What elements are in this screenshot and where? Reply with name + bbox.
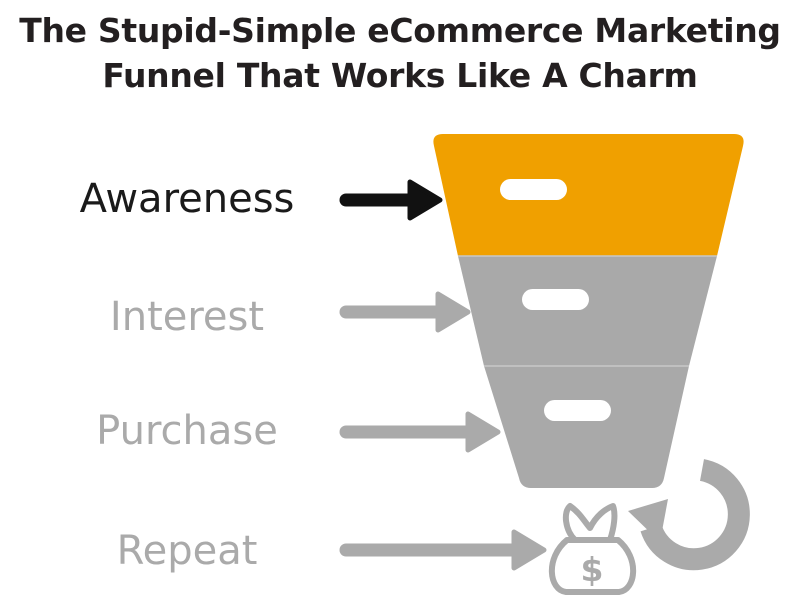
funnel-segment-awareness <box>433 134 744 256</box>
title-line-2: Funnel That Works Like A Charm <box>102 56 698 95</box>
dollar-sign-icon: $ <box>581 550 604 589</box>
svg-text:$: $ <box>581 550 604 589</box>
arrow-right-icon <box>339 411 501 453</box>
stage-label-repeat: Repeat <box>116 528 258 574</box>
refresh-cycle-icon <box>628 459 750 571</box>
money-bag-icon <box>548 503 637 595</box>
stage-label-awareness: Awareness <box>79 176 295 222</box>
stage-label-interest: Interest <box>109 294 265 340</box>
title-line-1: The Stupid-Simple eCommerce Marketing <box>19 11 781 50</box>
funnel-pill-interest <box>522 289 589 310</box>
funnel-pill-awareness <box>500 179 567 200</box>
diagram-title: The Stupid-Simple eCommerce Marketing Fu… <box>0 8 800 98</box>
arrow-right-icon <box>339 291 471 333</box>
stage-label-purchase: Purchase <box>96 408 278 454</box>
funnel-segment-purchase <box>484 366 689 488</box>
arrow-right-icon <box>339 179 443 221</box>
arrow-right-icon <box>339 529 547 571</box>
funnel-segment-interest <box>458 256 717 366</box>
funnel-pill-purchase <box>544 400 611 421</box>
